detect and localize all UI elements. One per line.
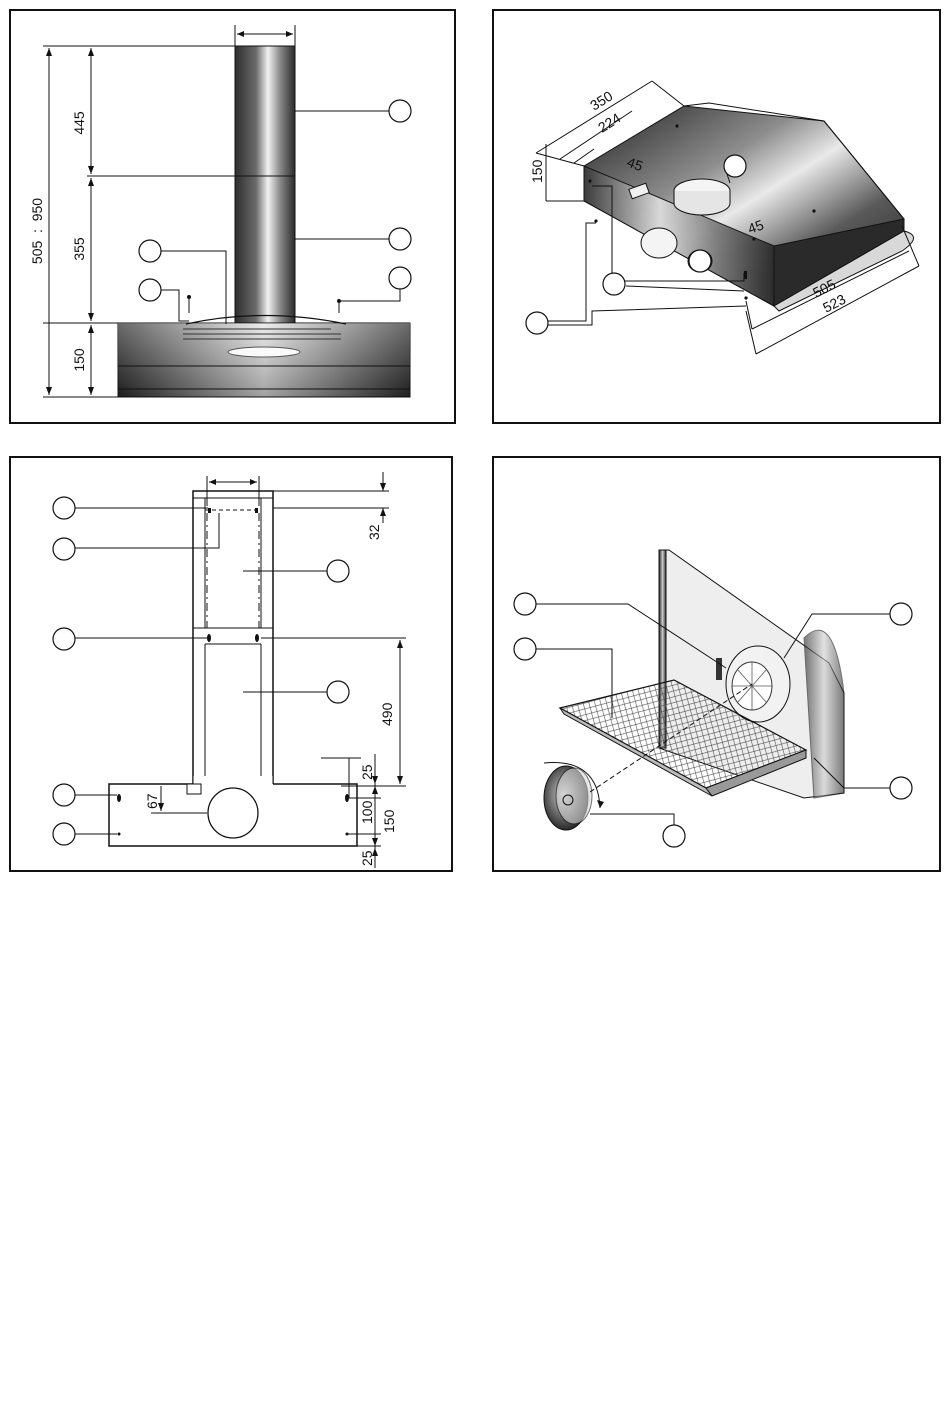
- callout-circle: [890, 603, 912, 625]
- callout-circle: [139, 240, 161, 262]
- filter-detail-drawing: [494, 458, 939, 870]
- callout-circle: [327, 560, 349, 582]
- callout-circle: [663, 825, 685, 847]
- callout-circle: [327, 681, 349, 703]
- callout-circle: [514, 638, 536, 660]
- panel-filter-detail: [492, 456, 941, 872]
- chimney-lower: [235, 176, 295, 324]
- dim-350: 350: [587, 87, 615, 113]
- callout-circle: [53, 784, 75, 806]
- panel-chimney-elevation: 445 355 150 505 : 950: [9, 9, 456, 424]
- chimney-upper: [235, 46, 295, 176]
- dim-32: 32: [366, 524, 382, 540]
- dim-150: 150: [71, 348, 87, 372]
- dim-150: 150: [381, 809, 397, 833]
- hole-front-large: [641, 228, 677, 258]
- outlet-circle: [208, 788, 258, 838]
- callout-circle: [689, 250, 711, 272]
- callout-circle: [526, 312, 548, 334]
- dim-25-bottom: 25: [359, 850, 375, 866]
- chimney-elevation-drawing: 445 355 150 505 : 950: [11, 11, 454, 422]
- hood-light: [228, 347, 300, 357]
- callout-circle: [389, 100, 411, 122]
- dim-490: 490: [379, 702, 395, 726]
- dim-25-top: 25: [359, 764, 375, 780]
- callout-circle: [603, 273, 625, 295]
- callout-circle: [724, 155, 746, 177]
- callout-circle: [53, 823, 75, 845]
- callout-circle: [389, 267, 411, 289]
- dim-505-950: 505 : 950: [29, 198, 45, 264]
- dim-150: 150: [529, 159, 545, 183]
- dim-445: 445: [71, 111, 87, 135]
- panel-drilling-plan: 32 490 25 100 150 25 67: [9, 456, 453, 872]
- drilling-plan-drawing: 32 490 25 100 150 25 67: [11, 458, 451, 870]
- dim-355: 355: [71, 237, 87, 261]
- callout-circle: [53, 538, 75, 560]
- callout-circle: [53, 497, 75, 519]
- hood-isometric-drawing: 350 224 45 150 45 505 523: [494, 11, 939, 422]
- callout-circle: [890, 777, 912, 799]
- callout-circle: [514, 593, 536, 615]
- dim-67: 67: [144, 793, 160, 809]
- callout-circle: [139, 279, 161, 301]
- callout-circle: [53, 628, 75, 650]
- panel-hood-isometric: 350 224 45 150 45 505 523: [492, 9, 941, 424]
- callout-circle: [389, 228, 411, 250]
- dim-100: 100: [359, 800, 375, 824]
